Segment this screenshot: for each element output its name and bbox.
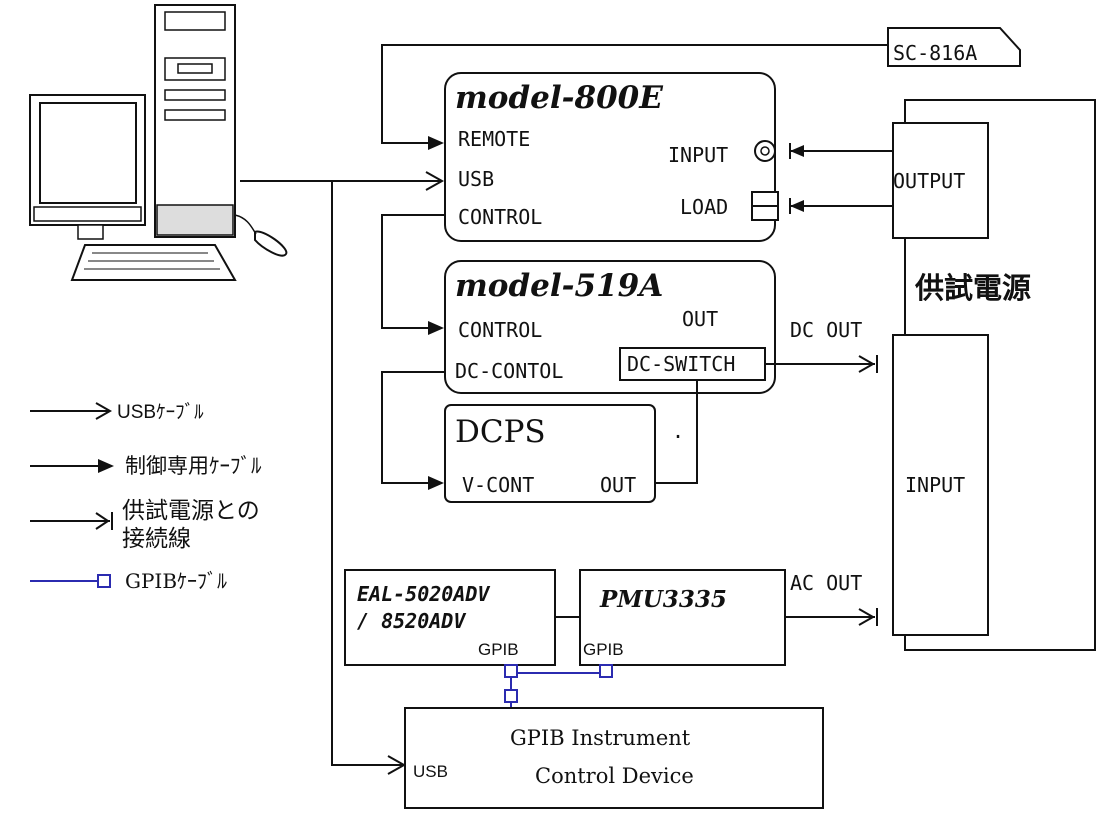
gpib-links: [504, 664, 613, 708]
model-800e-remote: REMOTE: [458, 127, 530, 151]
remote-cable: [381, 44, 888, 144]
dcps-out: OUT: [600, 473, 636, 497]
dc-control-cable: [381, 371, 445, 484]
dut-box: OUTPUT 供試電源 INPUT: [892, 99, 1096, 651]
dcps-box: DCPS V-CONT OUT .: [444, 404, 684, 503]
model-519a-box: model-519A CONTROL OUT DC-CONTOL DC-SWIT…: [444, 260, 776, 394]
legend-usb: USBｹｰﾌﾞﾙ: [117, 401, 204, 423]
legend-dut-2: 接続線: [122, 525, 191, 551]
eal-line2: / 8520ADV: [357, 609, 466, 633]
dcps-out-line: [655, 380, 698, 484]
gpib-device-line1: GPIB Instrument: [510, 726, 691, 750]
eal-box: EAL-5020ADV / 8520ADV GPIB: [344, 569, 556, 666]
pmu-title: PMU3335: [599, 586, 727, 613]
dc-out-label: DC OUT: [790, 318, 862, 342]
legend-control: 制御専用ｹｰﾌﾞﾙ: [125, 455, 262, 478]
model-519a-dc-switch: DC-SWITCH: [627, 352, 735, 376]
dcps-title: DCPS: [455, 414, 546, 450]
legend: USBｹｰﾌﾞﾙ 制御専用ｹｰﾌﾞﾙ 供試電源との 接続線 GPIBｹｰﾌﾞﾙ: [30, 401, 262, 593]
sc-816a-box: SC-816A: [887, 27, 1021, 67]
dut-input: INPUT: [905, 473, 965, 497]
remote-arrow-icon: [428, 136, 444, 150]
legend-dut-1: 供試電源との: [122, 497, 260, 523]
eal-gpib: GPIB: [478, 640, 519, 659]
dcps-v-cont: V-CONT: [462, 473, 534, 497]
control-cable-519a: [381, 214, 445, 329]
model-800e-usb: USB: [458, 167, 494, 191]
dut-output: OUTPUT: [893, 169, 965, 193]
pmu-box: PMU3335 GPIB: [579, 569, 786, 666]
model-800e-title: model-800E: [455, 80, 663, 116]
model-519a-title: model-519A: [455, 268, 663, 304]
computer-icon: [29, 4, 288, 281]
usb-cable-gpib: [331, 181, 405, 766]
sc-816a-label: SC-816A: [893, 41, 977, 65]
dut-input-box: [892, 334, 989, 636]
dcps-dot: .: [672, 419, 684, 443]
gpib-device-box: GPIB Instrument Control Device USB: [404, 707, 824, 809]
eal-line1: EAL-5020ADV: [357, 582, 490, 606]
model-800e-control: CONTROL: [458, 205, 542, 229]
ac-out-label: AC OUT: [790, 571, 862, 595]
model-800e-input: INPUT: [668, 143, 728, 167]
gpib-device-line2: Control Device: [535, 764, 694, 788]
vcont-arrow-icon: [428, 476, 444, 490]
gpib-device-usb: USB: [413, 762, 448, 781]
legend-gpib: GPIBｹｰﾌﾞﾙ: [125, 569, 227, 593]
model-800e-box: model-800E REMOTE USB CONTROL INPUT LOAD: [444, 72, 779, 242]
pmu-gpib: GPIB: [583, 640, 624, 659]
control-arrow-icon: [428, 321, 444, 335]
model-519a-out: OUT: [682, 307, 718, 331]
model-800e-load: LOAD: [680, 195, 728, 219]
dut-title: 供試電源: [914, 271, 1031, 305]
dut-output-box: [892, 122, 989, 239]
usb-arrow-icon: [425, 171, 445, 191]
model-519a-control: CONTROL: [458, 318, 542, 342]
model-519a-dc-contol: DC-CONTOL: [455, 359, 563, 383]
